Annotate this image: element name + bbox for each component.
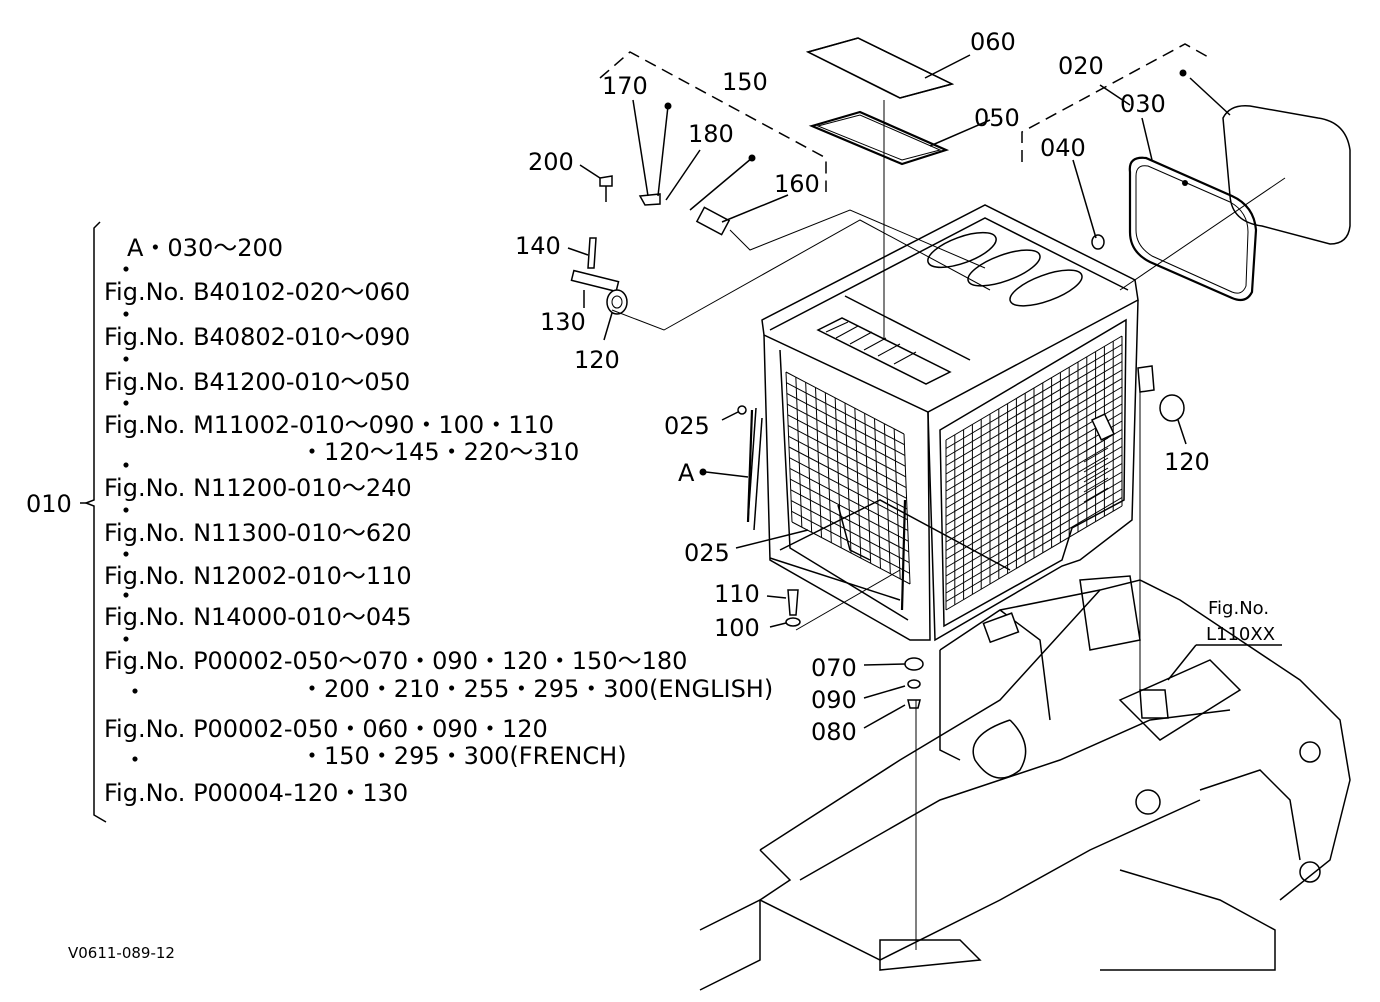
bracket-label: 010 <box>26 490 72 518</box>
fig-ref-label: Fig.No. <box>1208 598 1269 619</box>
callout-label: 120 <box>574 346 620 374</box>
callout-label: 150 <box>722 68 768 96</box>
callout-label: 025 <box>684 539 730 567</box>
parts-list-entry: ・ Fig.No. P00002-050〜070・090・120・150〜180… <box>104 626 773 703</box>
drawing-code: V0611-089-12 <box>68 944 175 962</box>
pin-part <box>570 237 628 315</box>
parts-list-entry: ・ Fig.No. B41200-010〜050 <box>104 346 410 396</box>
svg-text:Fig.No. P00002-050・060・090・12: Fig.No. P00002-050・060・090・120 <box>104 715 548 743</box>
fig-ref-number: L110XX <box>1206 624 1275 645</box>
svg-text:・: ・ <box>114 582 138 610</box>
callout-label: 080 <box>811 718 857 746</box>
callout-label: 025 <box>664 412 710 440</box>
rear-glass-part <box>1222 105 1351 245</box>
svg-text:・120〜145・220〜310: ・120〜145・220〜310 <box>300 438 579 466</box>
svg-text:Fig.No. B40802-010〜090: Fig.No. B40802-010〜090 <box>104 323 410 351</box>
callout-label: 160 <box>774 170 820 198</box>
roof-seal-part <box>808 110 950 166</box>
parts-list-entry: ・ Fig.No. N14000-010〜045 <box>104 582 412 631</box>
parts-list: 010 A・030〜200 ・ Fig.No. B40102-020〜060 ・… <box>26 221 773 823</box>
callout-label: 100 <box>714 614 760 642</box>
parts-list-entry: ・ Fig.No. B40102-020〜060 <box>104 256 410 306</box>
callout-label: 120 <box>1164 448 1210 476</box>
parts-list-entry: ・ Fig.No. M11002-010〜090・100・110 ・120〜14… <box>104 390 579 466</box>
callout-label: 180 <box>688 120 734 148</box>
rear-seal-part <box>1128 156 1258 302</box>
parts-list-entry: A・030〜200 <box>127 234 283 262</box>
callout-label: 200 <box>528 148 574 176</box>
cab-frame <box>746 204 1155 642</box>
bushing-part <box>1159 394 1185 422</box>
svg-text:・: ・ <box>114 626 138 654</box>
hinge-bracket-part <box>599 69 1188 236</box>
parts-list-entry: ・ Fig.No. P00002-050・060・090・120 ・150・29… <box>104 678 627 770</box>
grommet-part <box>1091 234 1105 250</box>
callout-label: 140 <box>515 232 561 260</box>
svg-text:Fig.No. N11300-010〜620: Fig.No. N11300-010〜620 <box>104 519 412 547</box>
parts-list-entry: ・ Fig.No. P00004-120・130 <box>104 746 408 807</box>
parts-list-entry: ・ Fig.No. N11300-010〜620 <box>104 497 412 547</box>
svg-text:A・030〜200: A・030〜200 <box>127 234 283 262</box>
svg-text:・: ・ <box>123 746 147 774</box>
callout-labels: 060 020 170 150 030 050 180 200 040 160 … <box>515 28 1275 746</box>
svg-text:Fig.No. M11002-010〜090・100・11: Fig.No. M11002-010〜090・100・110 <box>104 411 554 439</box>
svg-text:Fig.No. B41200-010〜050: Fig.No. B41200-010〜050 <box>104 368 410 396</box>
svg-text:・: ・ <box>114 497 138 525</box>
svg-text:・150・295・300(FRENCH): ・150・295・300(FRENCH) <box>300 742 627 770</box>
leader-lines <box>567 54 1286 950</box>
callout-label: 110 <box>714 580 760 608</box>
callout-label: 050 <box>974 104 1020 132</box>
roof-glass-part <box>805 37 955 99</box>
svg-text:Fig.No. P00002-050〜070・090・12: Fig.No. P00002-050〜070・090・120・150〜180 <box>104 647 687 675</box>
svg-text:Fig.No. N11200-010〜240: Fig.No. N11200-010〜240 <box>104 474 412 502</box>
svg-text:Fig.No. B40102-020〜060: Fig.No. B40102-020〜060 <box>104 278 410 306</box>
callout-label: 070 <box>811 654 857 682</box>
parts-list-entry: ・ Fig.No. N12002-010〜110 <box>104 541 412 590</box>
svg-text:・: ・ <box>114 346 138 374</box>
svg-text:Fig.No. N12002-010〜110: Fig.No. N12002-010〜110 <box>104 562 412 590</box>
svg-text:・: ・ <box>114 256 138 284</box>
callout-label: 040 <box>1040 134 1086 162</box>
svg-text:Fig.No. P00004-120・130: Fig.No. P00004-120・130 <box>104 779 408 807</box>
callout-label: 030 <box>1120 90 1166 118</box>
callout-label: A <box>678 459 695 487</box>
svg-text:・: ・ <box>114 390 138 418</box>
callout-label: 090 <box>811 686 857 714</box>
svg-text:・: ・ <box>114 452 138 480</box>
callout-label: 060 <box>970 28 1016 56</box>
svg-text:・: ・ <box>123 678 147 706</box>
svg-text:・200・210・255・295・300(ENGLISH): ・200・210・255・295・300(ENGLISH) <box>300 675 773 703</box>
svg-text:Fig.No. N14000-010〜045: Fig.No. N14000-010〜045 <box>104 603 412 631</box>
svg-text:・: ・ <box>114 301 138 329</box>
parts-list-entry: ・ Fig.No. B40802-010〜090 <box>104 301 410 351</box>
chassis-frame <box>699 575 1351 991</box>
callout-label: 130 <box>540 308 586 336</box>
parts-list-entry: ・ Fig.No. N11200-010〜240 <box>104 452 412 502</box>
callout-label: 170 <box>602 72 648 100</box>
isolator-parts <box>785 589 924 709</box>
callout-label: 020 <box>1058 52 1104 80</box>
svg-text:・: ・ <box>114 541 138 569</box>
